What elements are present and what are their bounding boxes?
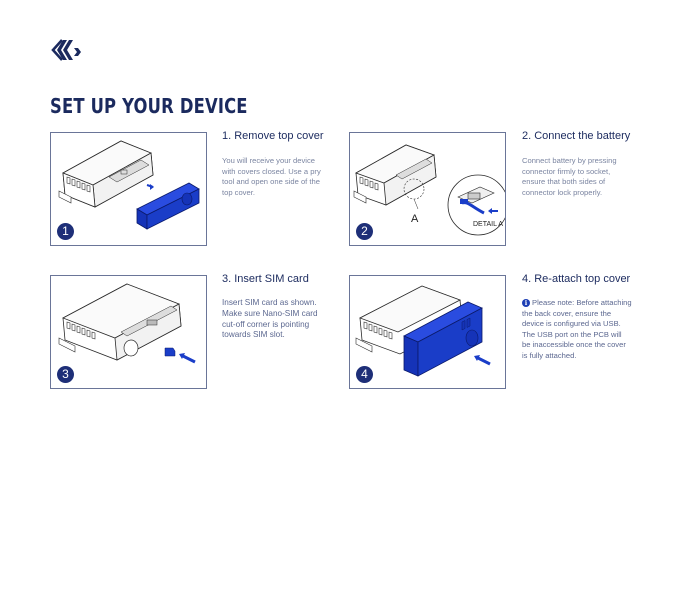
callout-a-label: A (411, 213, 419, 225)
step-1-illustration: 1 (50, 132, 207, 246)
step-4-title: 4. Re-attach top cover (522, 273, 631, 285)
step-1-number-badge: 1 (57, 223, 74, 240)
brand-logo-icon (51, 39, 81, 61)
step-3-illustration: 3 (50, 275, 207, 389)
step-2-title: 2. Connect the battery (522, 130, 631, 142)
step-4-illustration: 4 (349, 275, 506, 389)
step-3-description: Insert SIM card as shown. Make sure Nano… (222, 298, 318, 340)
step-2-illustration: 2 A DETAIL A (349, 132, 506, 246)
page-title: SET UP YOUR DEVICE (50, 94, 248, 118)
step-4-description: Please note: Before attaching the back c… (522, 298, 632, 360)
detail-a-label: DETAIL A (473, 221, 503, 228)
info-icon: i (522, 299, 530, 307)
step-4-number-badge: 4 (356, 366, 373, 383)
step-3-title: 3. Insert SIM card (222, 273, 309, 285)
step-3-number-badge: 3 (57, 366, 74, 383)
step-2-number-badge: 2 (356, 223, 373, 240)
step-1-title: 1. Remove top cover (222, 130, 324, 142)
step-2-description: Connect battery by pressing connector fi… (522, 156, 617, 197)
step-1-description: You will receive your device with covers… (222, 156, 321, 197)
